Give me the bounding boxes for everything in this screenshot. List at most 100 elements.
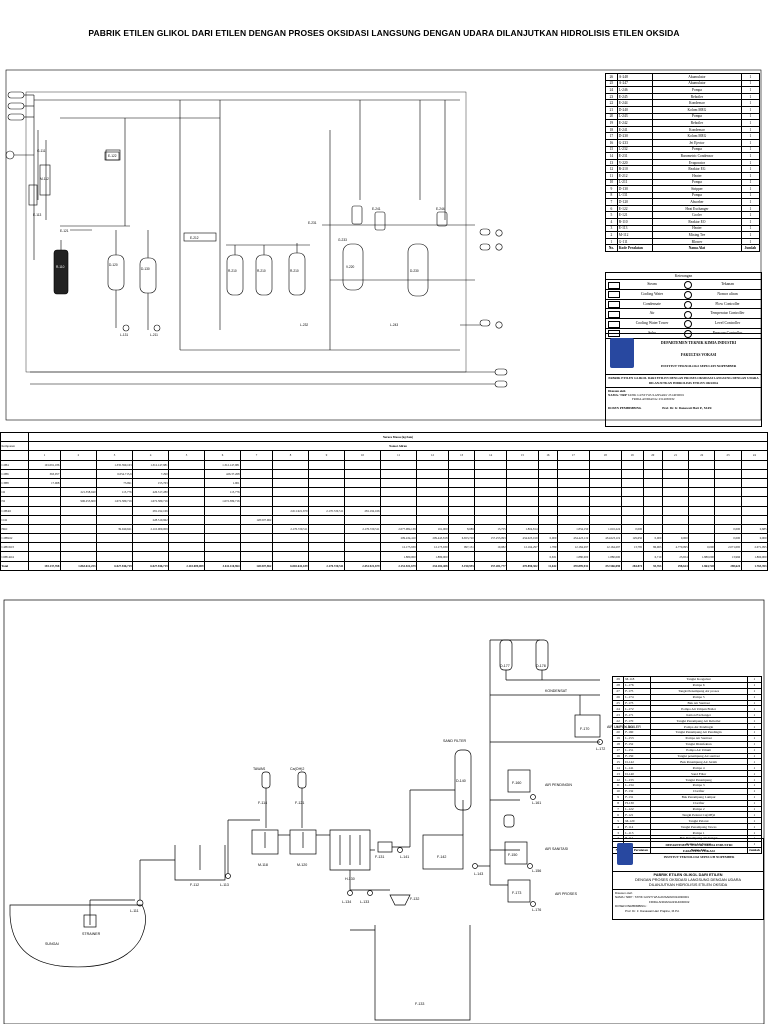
equipment-cell: E-231: [616, 152, 654, 160]
mass-cell: [168, 505, 205, 516]
equipment2-cell: 23: [611, 711, 625, 719]
equipment2-cell: 11: [611, 782, 625, 789]
tag-f114: F-114: [258, 801, 267, 805]
condenser-e241: [374, 211, 386, 231]
mass-cell: 3.611.110,964: [203, 560, 242, 571]
mass-cell: [642, 487, 663, 498]
mass-cell: [308, 551, 345, 562]
equipment2-cell: 6: [611, 811, 625, 819]
mass-cell: 363,057: [28, 468, 61, 479]
equipment-cell: 23: [605, 92, 618, 101]
equipment-cell: Absorber: [652, 198, 742, 206]
heater-e212: [183, 232, 217, 242]
clarifier-h130: [329, 829, 371, 871]
tag-f170: F-170: [580, 727, 589, 731]
mass-cell: 129,650: [620, 533, 644, 544]
mass-column-header: 21: [661, 450, 690, 461]
mass-cell: 157.253,093: [474, 533, 508, 544]
mass-cell: [714, 477, 742, 489]
mass-cell: 10,082: [474, 542, 508, 553]
mass-cell: 2.451.921,679: [343, 560, 382, 571]
mass-cell: 2.170.720,511: [308, 560, 345, 571]
mass-cell: [537, 459, 558, 470]
equipment2-cell: M-120: [623, 817, 651, 825]
equipment-cell: M-112: [616, 231, 654, 239]
mass-cell: [28, 551, 61, 562]
equipment-cell: Barometric Condensor: [652, 152, 742, 160]
mass-cell: [447, 496, 476, 507]
mass-cell: 6.002.641,189: [271, 560, 310, 571]
label-sand-filter: SAND FILTER: [443, 739, 467, 743]
mass-cell: [240, 487, 273, 498]
mass-cell: [661, 505, 690, 516]
equipment2-cell: 25: [611, 699, 625, 707]
equipment-cell: 10: [605, 178, 618, 187]
name-label-1: NAMA / NRP: [608, 393, 627, 398]
mass-column-header: 24: [740, 450, 768, 461]
equipment2-cell: L-174: [623, 693, 651, 701]
tag-h130: H-130: [345, 877, 355, 881]
equipment-cell: E-212: [616, 171, 654, 180]
mass-cell: [740, 487, 768, 498]
mass-cell: 1.880,000: [556, 551, 590, 562]
equipment-cell: Pompa: [652, 178, 742, 187]
mass-cell: [343, 477, 382, 489]
equipment2-cell: E-171: [623, 711, 651, 719]
mass-component-name: Total: [0, 560, 29, 571]
mass-cell: [537, 514, 558, 525]
mass-cell: [642, 505, 663, 516]
mass-column-header: 12: [416, 450, 449, 461]
equipment2-cell: 1: [746, 723, 763, 731]
mass-component-name: C2H6: [0, 468, 29, 479]
equipment-cell: L-232: [616, 145, 654, 154]
pfd1-process-border: [25, 91, 467, 373]
tag-m120: M-120: [297, 863, 307, 867]
mass-cell: [537, 477, 558, 489]
mass-column-header: 5: [168, 450, 205, 461]
equipment-cell: 1: [740, 231, 761, 239]
equipment-cell: L-211: [616, 178, 654, 187]
equipment2-cell: 9: [611, 793, 625, 801]
legend-circle-icon: [684, 330, 692, 339]
mass-cell: [59, 477, 97, 489]
inlet-streams: [7, 91, 34, 121]
tag-l161: L-161: [532, 801, 541, 805]
legend-label: Cooling Water Tower: [635, 321, 669, 326]
mass-cell: 221.358,940: [59, 487, 97, 498]
mass-cell: [379, 468, 418, 479]
label-air-proses: AIR PROSES: [555, 892, 578, 896]
equipment-cell: 4: [605, 218, 618, 226]
mass-cell: 6,710: [642, 551, 663, 562]
mass-cell: 470.890,302: [506, 560, 539, 571]
label-air-pendingin: AIR PENDINGIN: [545, 783, 572, 787]
mass-component-name: C2H6O2: [0, 533, 29, 544]
equipment2-cell: L-122: [623, 805, 651, 813]
label-caoh: Ca(OH)2: [290, 767, 304, 771]
equipment-cell: 1: [605, 237, 618, 246]
equipment2-cell: 4: [611, 823, 625, 831]
mass-column-header: 11: [379, 450, 418, 461]
equipment2-cell: 1: [746, 811, 763, 819]
tank-f114: [261, 771, 271, 789]
mass-corner: [0, 431, 29, 443]
mass-column-header: 23: [714, 450, 742, 461]
equipment-cell: 14: [605, 152, 618, 160]
equipment-cell: 1: [740, 138, 761, 147]
equipment-cell: D-240: [616, 105, 654, 114]
equipment-cell: 1: [740, 165, 761, 173]
mass-cell: 434.623,119: [588, 533, 622, 544]
mass-cell: 23,654: [661, 551, 690, 562]
tag-e212: E-212: [190, 236, 199, 240]
mass-cell: 0,631: [537, 551, 558, 562]
equipment2-cell: F-170: [623, 717, 651, 725]
plant2-line2: DENGAN PROSES OKSIDASI LANGSUNG DENGAN U…: [634, 878, 742, 882]
